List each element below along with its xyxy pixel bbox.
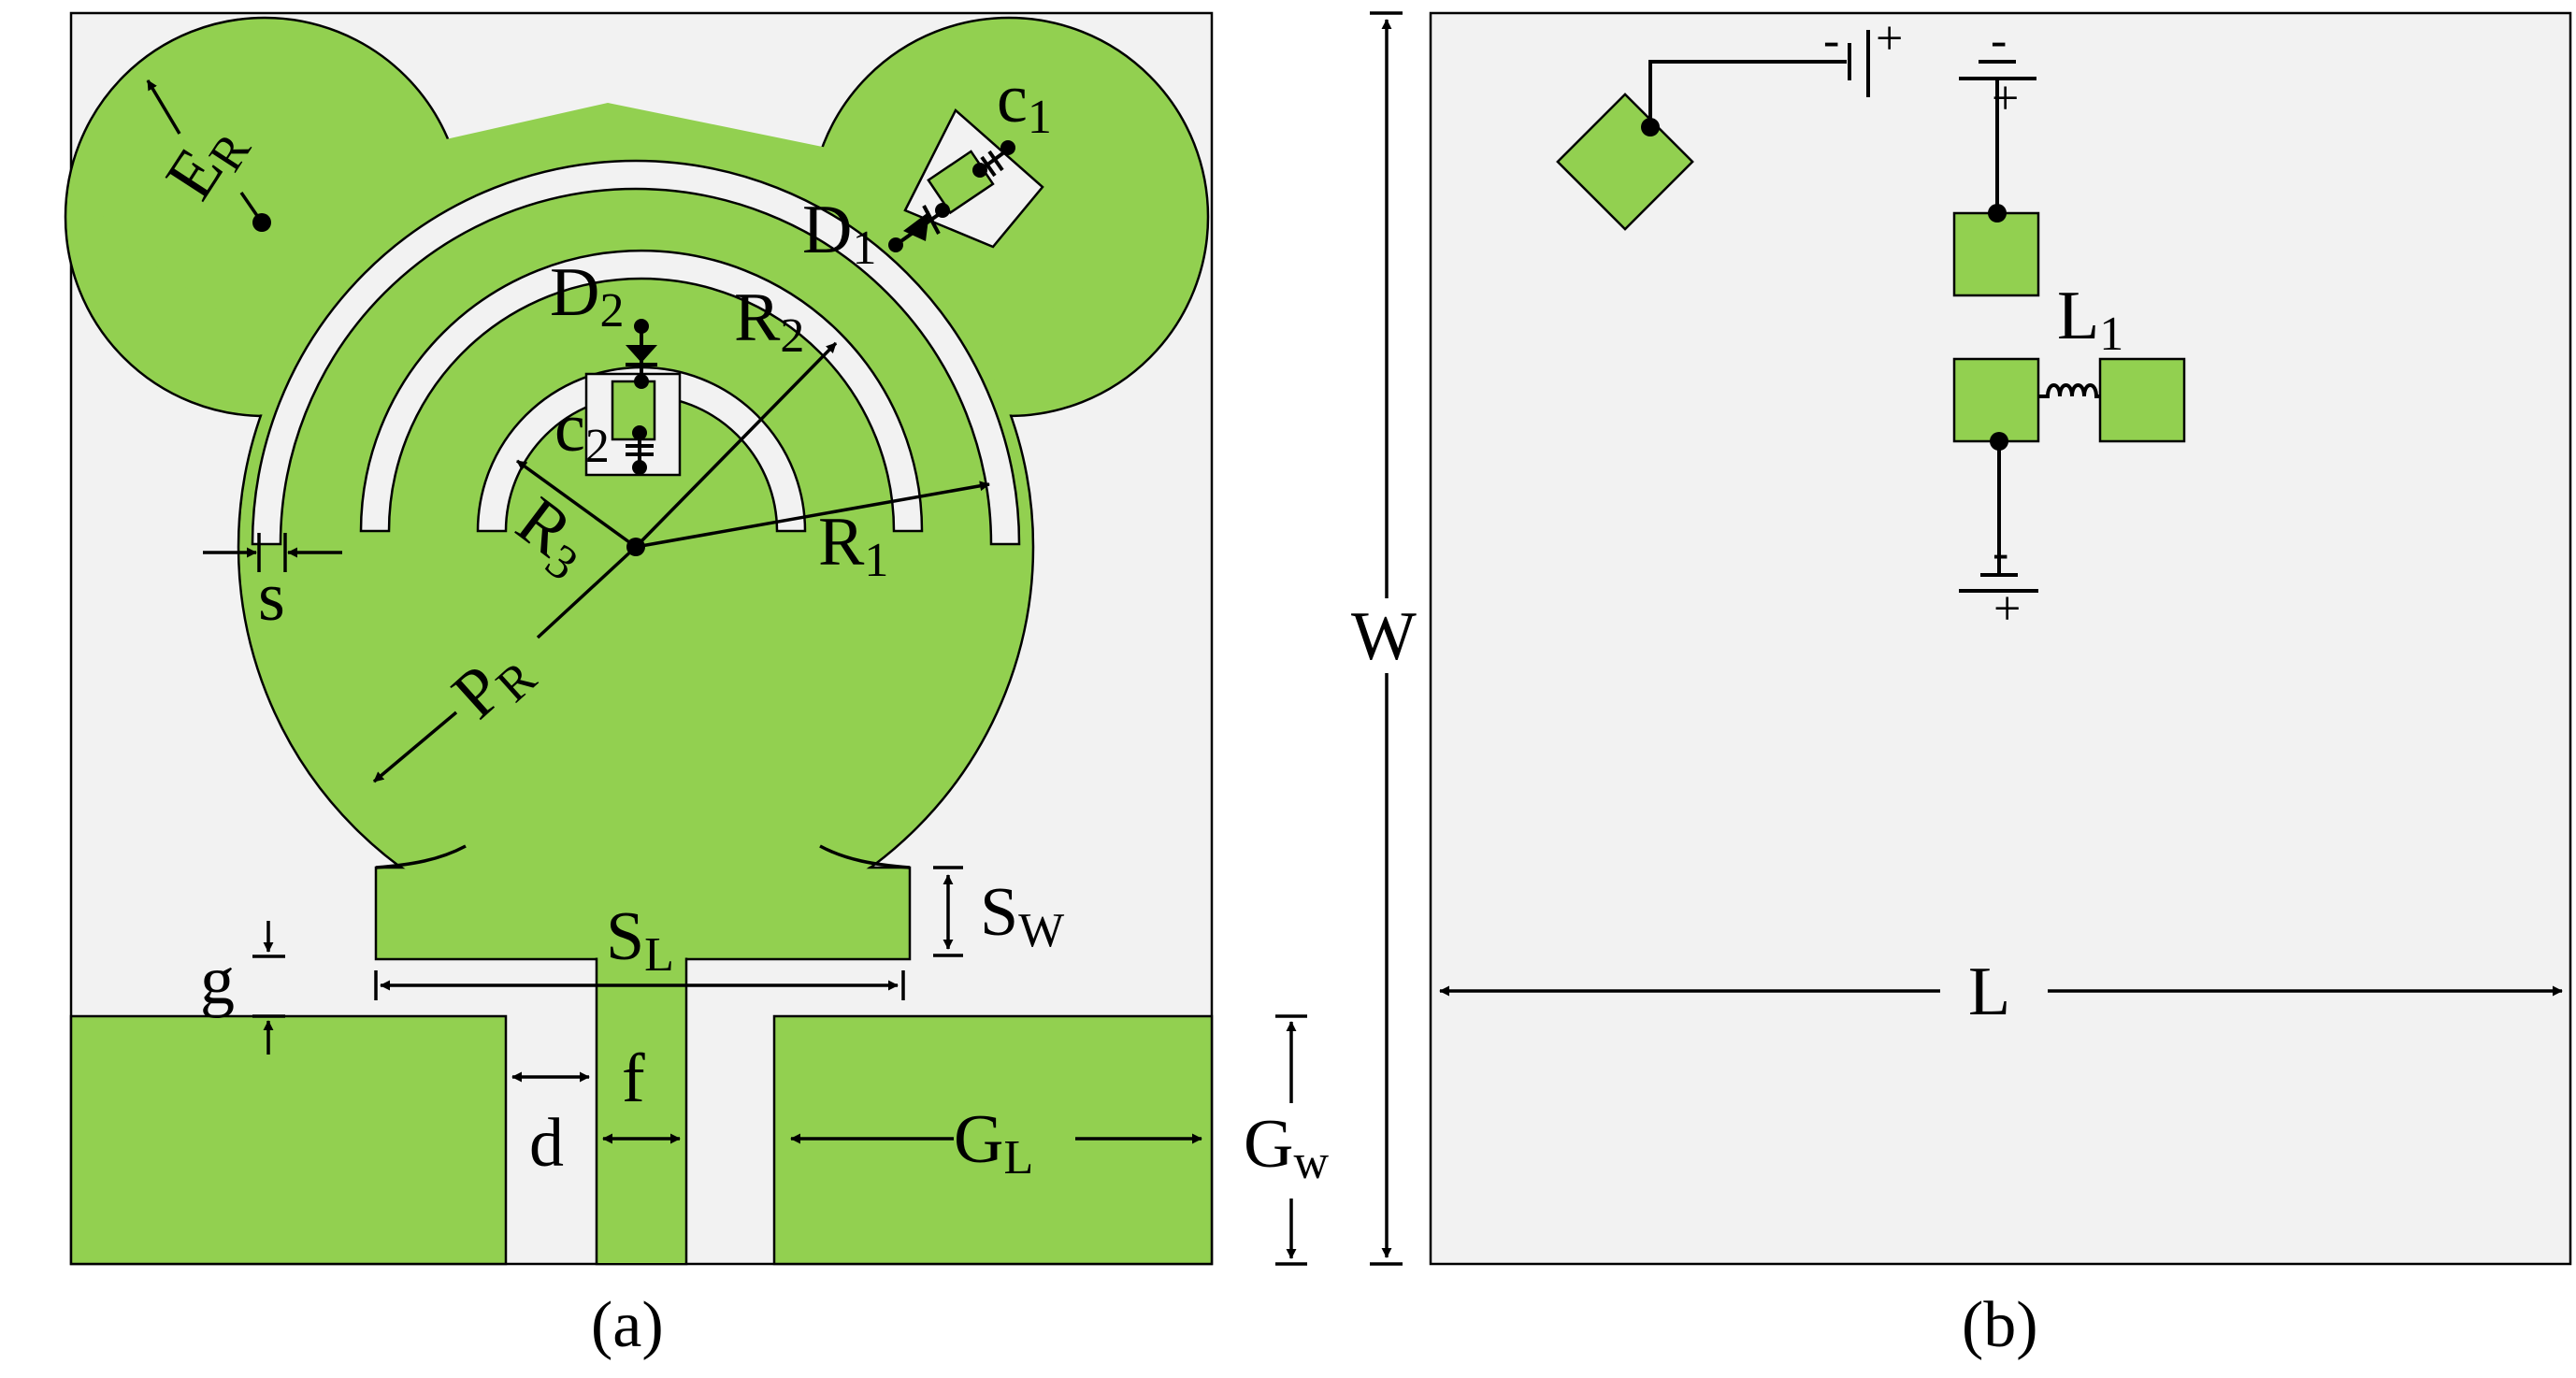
label-d2: D2 bbox=[550, 254, 624, 337]
r3-arrow bbox=[515, 459, 638, 549]
battery-d1: - + bbox=[1823, 12, 1903, 97]
label-w: W bbox=[1351, 598, 1417, 675]
battery-lower-minus: - bbox=[1993, 526, 2008, 580]
inductor-l1 bbox=[2038, 383, 2100, 398]
label-d1: D1 bbox=[802, 192, 876, 275]
outer-ring-slot bbox=[251, 159, 1021, 546]
middle-ring-slot bbox=[359, 249, 924, 533]
label-l: L bbox=[1968, 954, 2010, 1030]
battery-upper: - + bbox=[1959, 14, 2036, 125]
pr-arrow-lower bbox=[372, 711, 458, 783]
inner-ring-slot bbox=[476, 366, 807, 533]
label-sw: SW bbox=[980, 874, 1064, 957]
battery-upper-minus: - bbox=[1991, 14, 2007, 67]
label-l1: L1 bbox=[2057, 278, 2123, 361]
bias-pad-upper bbox=[1952, 211, 2040, 297]
ground-plane-left bbox=[69, 1014, 508, 1266]
er-arrow-upper bbox=[146, 79, 181, 135]
capacitor-c2 bbox=[626, 425, 654, 475]
panel-a-front-view: ER c1 D1 D2 c2 R2 R1 R3 PR s SW SL g d f… bbox=[64, 11, 1329, 1361]
label-g: g bbox=[200, 942, 235, 1019]
label-s: s bbox=[258, 559, 285, 636]
battery-d1-plus: + bbox=[1876, 12, 1903, 65]
battery-upper-plus: + bbox=[1992, 72, 2019, 125]
label-gl: GL bbox=[954, 1101, 1033, 1184]
r2-arrow bbox=[634, 341, 838, 549]
caption-b: (b) bbox=[1962, 1289, 2038, 1361]
label-c1: c1 bbox=[997, 61, 1052, 144]
caption-a: (a) bbox=[591, 1289, 664, 1361]
label-r1: R1 bbox=[818, 504, 888, 587]
battery-d1-minus: - bbox=[1823, 14, 1839, 67]
diode-d1 bbox=[888, 203, 950, 252]
pr-arrow-upper bbox=[536, 545, 638, 639]
label-d: d bbox=[529, 1105, 564, 1182]
panel-b-back-view: W L - + - + L1 bbox=[1351, 11, 2572, 1361]
label-gw: Gw bbox=[1244, 1106, 1329, 1189]
label-sl: SL bbox=[606, 898, 674, 982]
capacitor-c1 bbox=[972, 140, 1015, 178]
battery-lower: - + bbox=[1959, 526, 2038, 636]
er-arrow-lower bbox=[239, 192, 264, 223]
bias-wire-d1 bbox=[1648, 60, 1847, 127]
inductor-pad-right bbox=[2098, 357, 2186, 443]
label-r2: R2 bbox=[734, 280, 804, 363]
diode-d2 bbox=[626, 319, 657, 389]
inductor-pad-left bbox=[1952, 357, 2040, 443]
label-c2: c2 bbox=[554, 390, 610, 473]
label-f: f bbox=[622, 1041, 645, 1117]
r1-arrow bbox=[635, 481, 990, 549]
battery-lower-plus: + bbox=[1993, 582, 2021, 636]
